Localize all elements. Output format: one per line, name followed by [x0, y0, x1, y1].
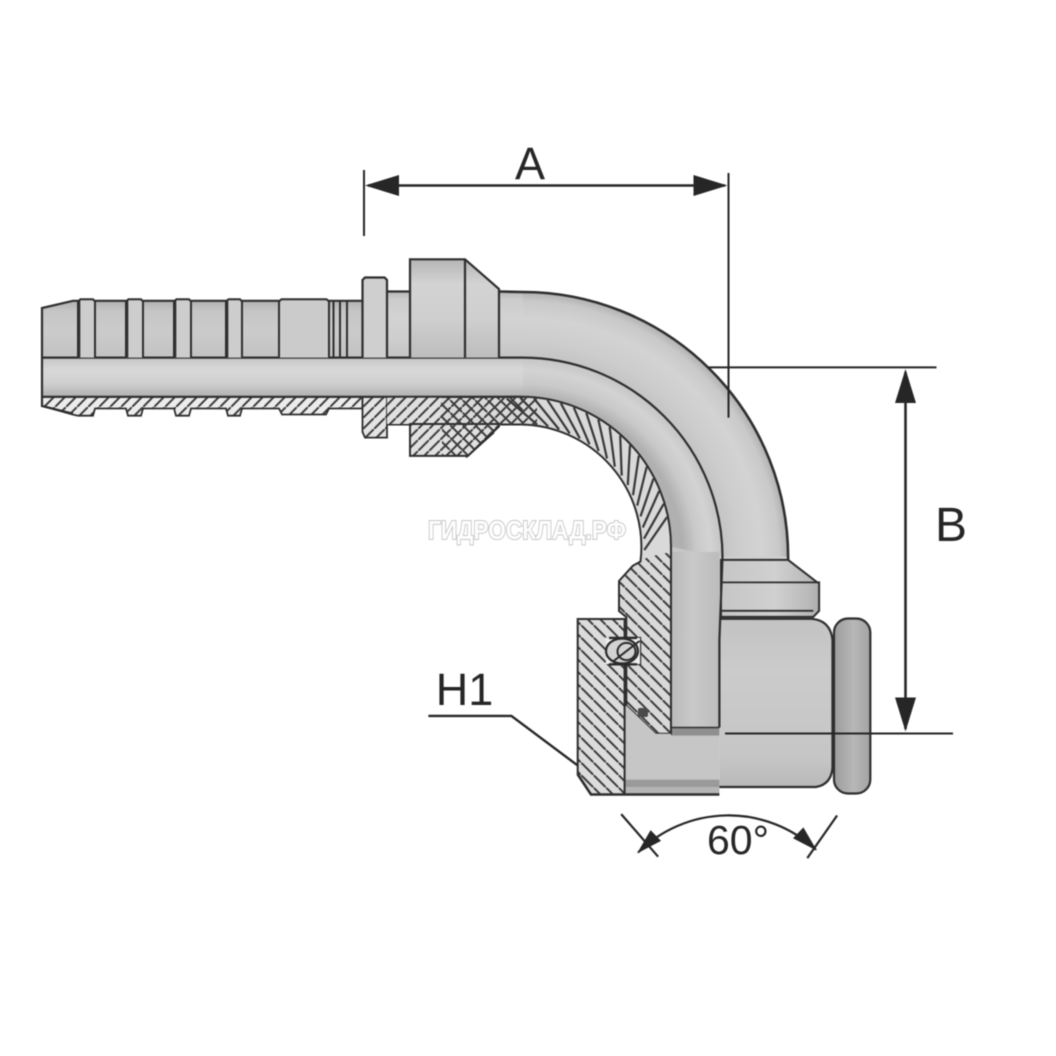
svg-text:60°: 60° [707, 817, 769, 863]
svg-text:B: B [935, 499, 967, 552]
svg-text:H1: H1 [436, 664, 494, 715]
svg-text:A: A [515, 138, 545, 189]
svg-text:ГИДРОСКЛАД.РФ: ГИДРОСКЛАД.РФ [428, 517, 626, 545]
